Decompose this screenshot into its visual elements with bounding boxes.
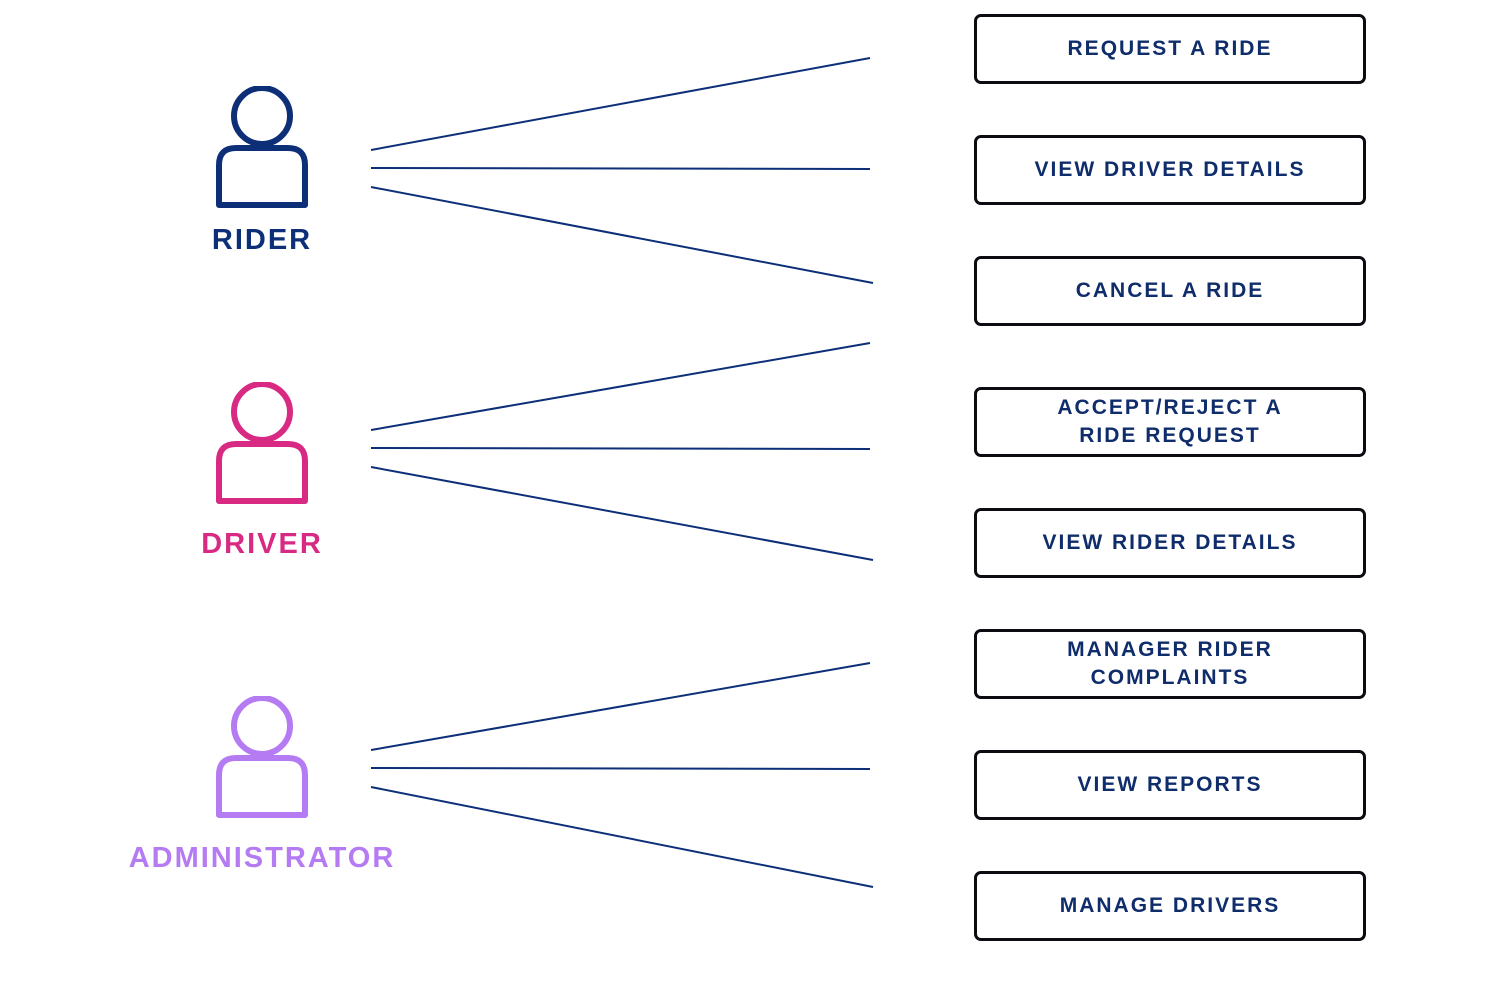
actor-driver: DRIVER [112,382,412,561]
connector-line-2 [370,167,871,170]
usecase-label: VIEW REPORTS [1077,773,1263,796]
connector-line-4 [370,342,871,431]
usecase-label: MANAGE DRIVERS [1059,894,1281,917]
connector-line-8 [370,767,871,770]
usecase-label: ACCEPT/REJECT A RIDE REQUEST [1057,396,1283,447]
usecase-view-reports[interactable]: VIEW REPORTS [974,750,1366,820]
person-icon [216,696,308,818]
person-icon [216,86,308,208]
usecase-request-a-ride[interactable]: REQUEST A RIDE [974,14,1366,84]
connector-line-7 [370,662,871,751]
connector-line-5 [370,447,871,450]
usecase-label: VIEW DRIVER DETAILS [1034,158,1306,181]
connector-line-9 [370,786,874,888]
connector-line-6 [370,466,874,561]
connector-line-3 [370,186,874,284]
usecase-view-driver-details[interactable]: VIEW DRIVER DETAILS [974,135,1366,205]
usecase-label: MANAGER RIDER COMPLAINTS [1067,638,1273,689]
connector-line-1 [370,57,871,151]
usecase-label: VIEW RIDER DETAILS [1042,531,1298,554]
usecase-label: REQUEST A RIDE [1067,37,1273,60]
actor-label-driver: DRIVER [201,528,323,560]
person-icon [216,382,308,504]
usecase-cancel-a-ride[interactable]: CANCEL A RIDE [974,256,1366,326]
usecase-accept-reject-ride-request[interactable]: ACCEPT/REJECT A RIDE REQUEST [974,387,1366,457]
actor-administrator: ADMINISTRATOR [112,696,412,875]
actor-label-administrator: ADMINISTRATOR [128,842,396,874]
usecase-label: CANCEL A RIDE [1075,279,1265,302]
actor-label-rider: RIDER [211,224,313,256]
actor-rider: RIDER [112,86,412,257]
usecase-manager-rider-complaints[interactable]: MANAGER RIDER COMPLAINTS [974,629,1366,699]
usecase-view-rider-details[interactable]: VIEW RIDER DETAILS [974,508,1366,578]
usecase-manage-drivers[interactable]: MANAGE DRIVERS [974,871,1366,941]
